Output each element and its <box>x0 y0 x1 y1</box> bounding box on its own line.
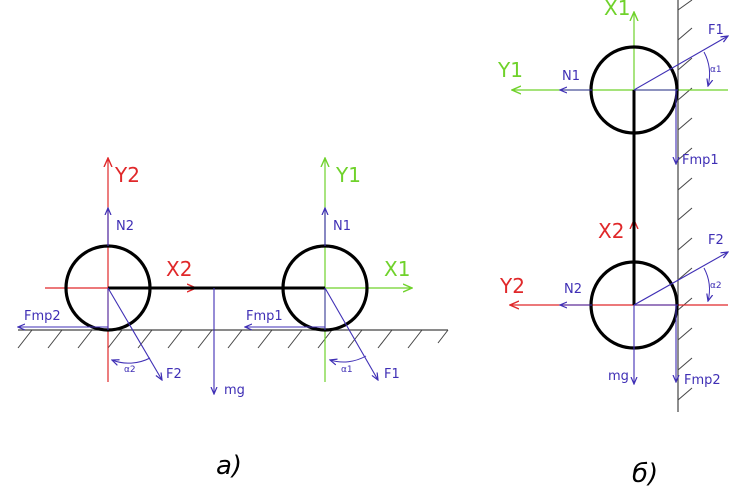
force-f2-a <box>107 287 162 380</box>
label-n1-a: N1 <box>333 219 351 234</box>
wall-b <box>677 0 693 412</box>
ground-a <box>17 329 449 349</box>
label-mg-b: mg <box>608 369 629 384</box>
label-f2-b: F2 <box>708 233 724 248</box>
panel-a: Y2 X2 Y1 X1 N2 N1 Fmp2 Fmp1 F2 F1 α2 α1 … <box>17 158 449 481</box>
angle-arc-2-b <box>703 267 709 301</box>
label-f1-b: F1 <box>708 23 724 38</box>
label-y2-b: Y2 <box>499 274 525 298</box>
force-f1-b <box>633 36 728 91</box>
label-y1-b: Y1 <box>497 58 523 82</box>
label-fmp1-b: Fmp1 <box>682 153 719 168</box>
label-y1-a: Y1 <box>335 163 361 187</box>
angle-arc-1-b <box>703 51 710 86</box>
label-x2-a: X2 <box>166 257 192 281</box>
label-x2-b: X2 <box>598 219 624 243</box>
label-fmp2-b: Fmp2 <box>684 373 721 388</box>
label-fmp1-a: Fmp1 <box>246 309 283 324</box>
label-x1-a: X1 <box>384 257 410 281</box>
caption-a: а) <box>216 451 242 481</box>
label-n1-b: N1 <box>562 69 580 84</box>
panel-b: X1 Y1 N1 F1 α1 Fmp1 X2 Y2 N2 F2 α2 mg Fm… <box>497 0 728 486</box>
label-f1-a: F1 <box>384 367 400 382</box>
label-n2-a: N2 <box>116 219 134 234</box>
caption-b: б) <box>632 459 658 486</box>
label-y2-a: Y2 <box>114 163 140 187</box>
angle-arc-1-a <box>330 355 367 362</box>
label-n2-b: N2 <box>564 282 582 297</box>
label-f2-a: F2 <box>166 367 182 382</box>
label-fmp2-a: Fmp2 <box>24 309 61 324</box>
label-x1-b: X1 <box>604 0 630 20</box>
angle-arc-2-a <box>112 357 151 363</box>
label-alpha1-a: α1 <box>341 365 353 375</box>
label-alpha1-b: α1 <box>710 65 722 75</box>
label-alpha2-a: α2 <box>124 365 136 375</box>
force-f1-a <box>324 287 378 380</box>
label-mg-a: mg <box>224 383 245 398</box>
force-f2-b <box>633 252 728 306</box>
label-alpha2-b: α2 <box>710 281 722 291</box>
